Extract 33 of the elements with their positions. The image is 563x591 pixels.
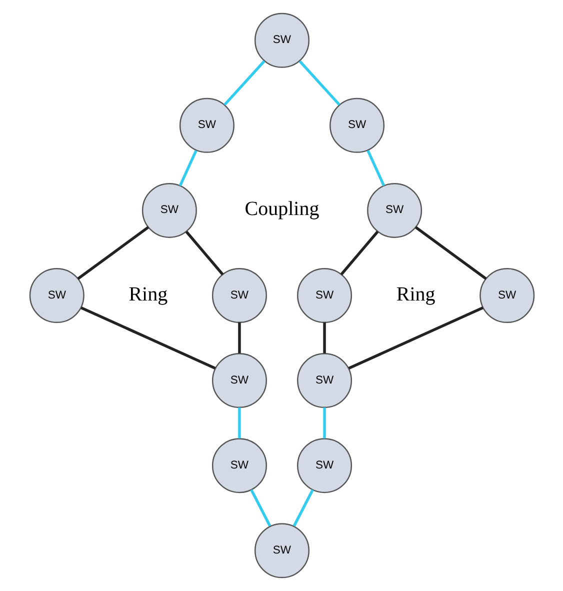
connector [348, 306, 483, 370]
connector [178, 150, 197, 186]
node-circle: SW [329, 98, 384, 153]
label: Ring [128, 283, 168, 306]
connector [238, 322, 240, 354]
connector [80, 306, 216, 370]
label: Ring [396, 283, 435, 306]
label: Coupling [244, 198, 319, 220]
node-circle: SW [296, 353, 352, 408]
connector [238, 407, 240, 438]
node-circle: SW [211, 268, 266, 324]
node-circle: SW [479, 268, 534, 324]
connector [414, 226, 486, 280]
node-circle: SW [211, 438, 266, 494]
connector [322, 322, 326, 354]
node-circle: SW [296, 268, 352, 324]
node-circle: SW [178, 98, 234, 153]
connector [298, 60, 340, 106]
connector [223, 60, 265, 106]
node-circle: SW [254, 523, 310, 578]
node-circle: SW [141, 182, 196, 238]
connector [292, 489, 314, 527]
connector [366, 150, 385, 186]
node-circle: SW [28, 268, 84, 324]
node-circle: SW [296, 438, 352, 494]
connector [322, 407, 326, 438]
connector [340, 230, 378, 276]
connector [76, 226, 149, 280]
connector [250, 489, 271, 527]
node-circle: SW [211, 353, 266, 408]
node-circle: SW [366, 182, 422, 238]
node-circle: SW [254, 12, 310, 68]
connector [184, 230, 224, 276]
